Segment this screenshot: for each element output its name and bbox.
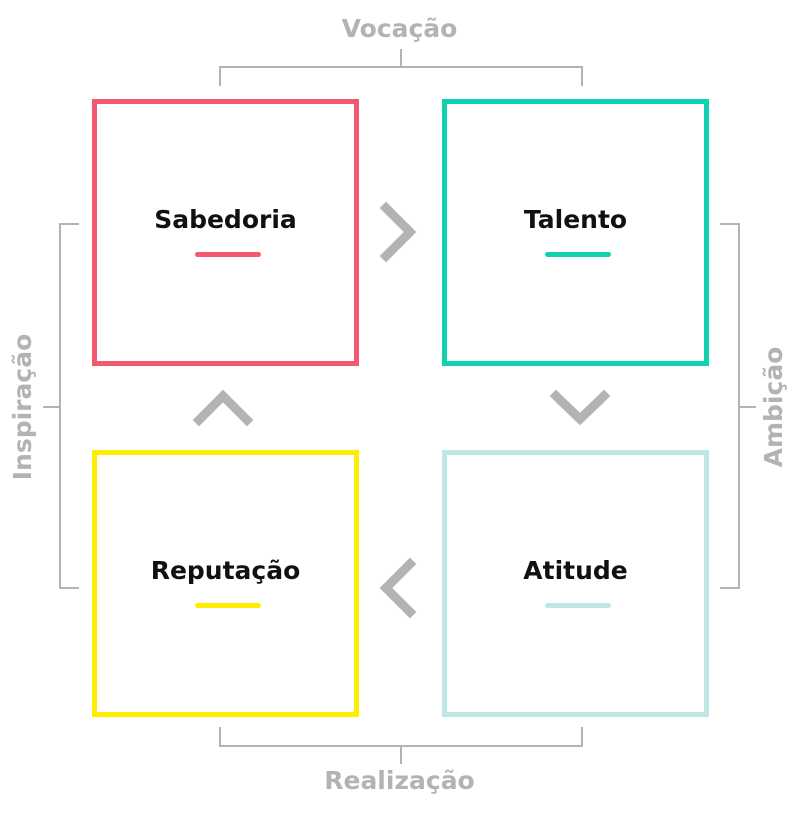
- box-underline: [195, 603, 261, 608]
- box-title: Reputação: [150, 556, 301, 585]
- left-bracket: [43, 223, 79, 589]
- right-bracket: [720, 223, 756, 589]
- box-reputacao: Reputação: [92, 450, 359, 717]
- axis-label-bottom: Realização: [324, 766, 475, 795]
- box-sabedoria: Sabedoria: [92, 99, 359, 366]
- box-title: Sabedoria: [154, 205, 297, 234]
- box-talento: Talento: [442, 99, 709, 366]
- axis-label-top: Vocação: [341, 14, 458, 43]
- box-title: Atitude: [523, 556, 628, 585]
- bottom-bracket: [219, 727, 583, 764]
- top-bracket: [219, 49, 583, 86]
- box-underline: [545, 603, 611, 608]
- box-underline: [195, 252, 261, 257]
- box-atitude: Atitude: [442, 450, 709, 717]
- box-underline: [545, 252, 611, 257]
- box-title: Talento: [523, 205, 628, 234]
